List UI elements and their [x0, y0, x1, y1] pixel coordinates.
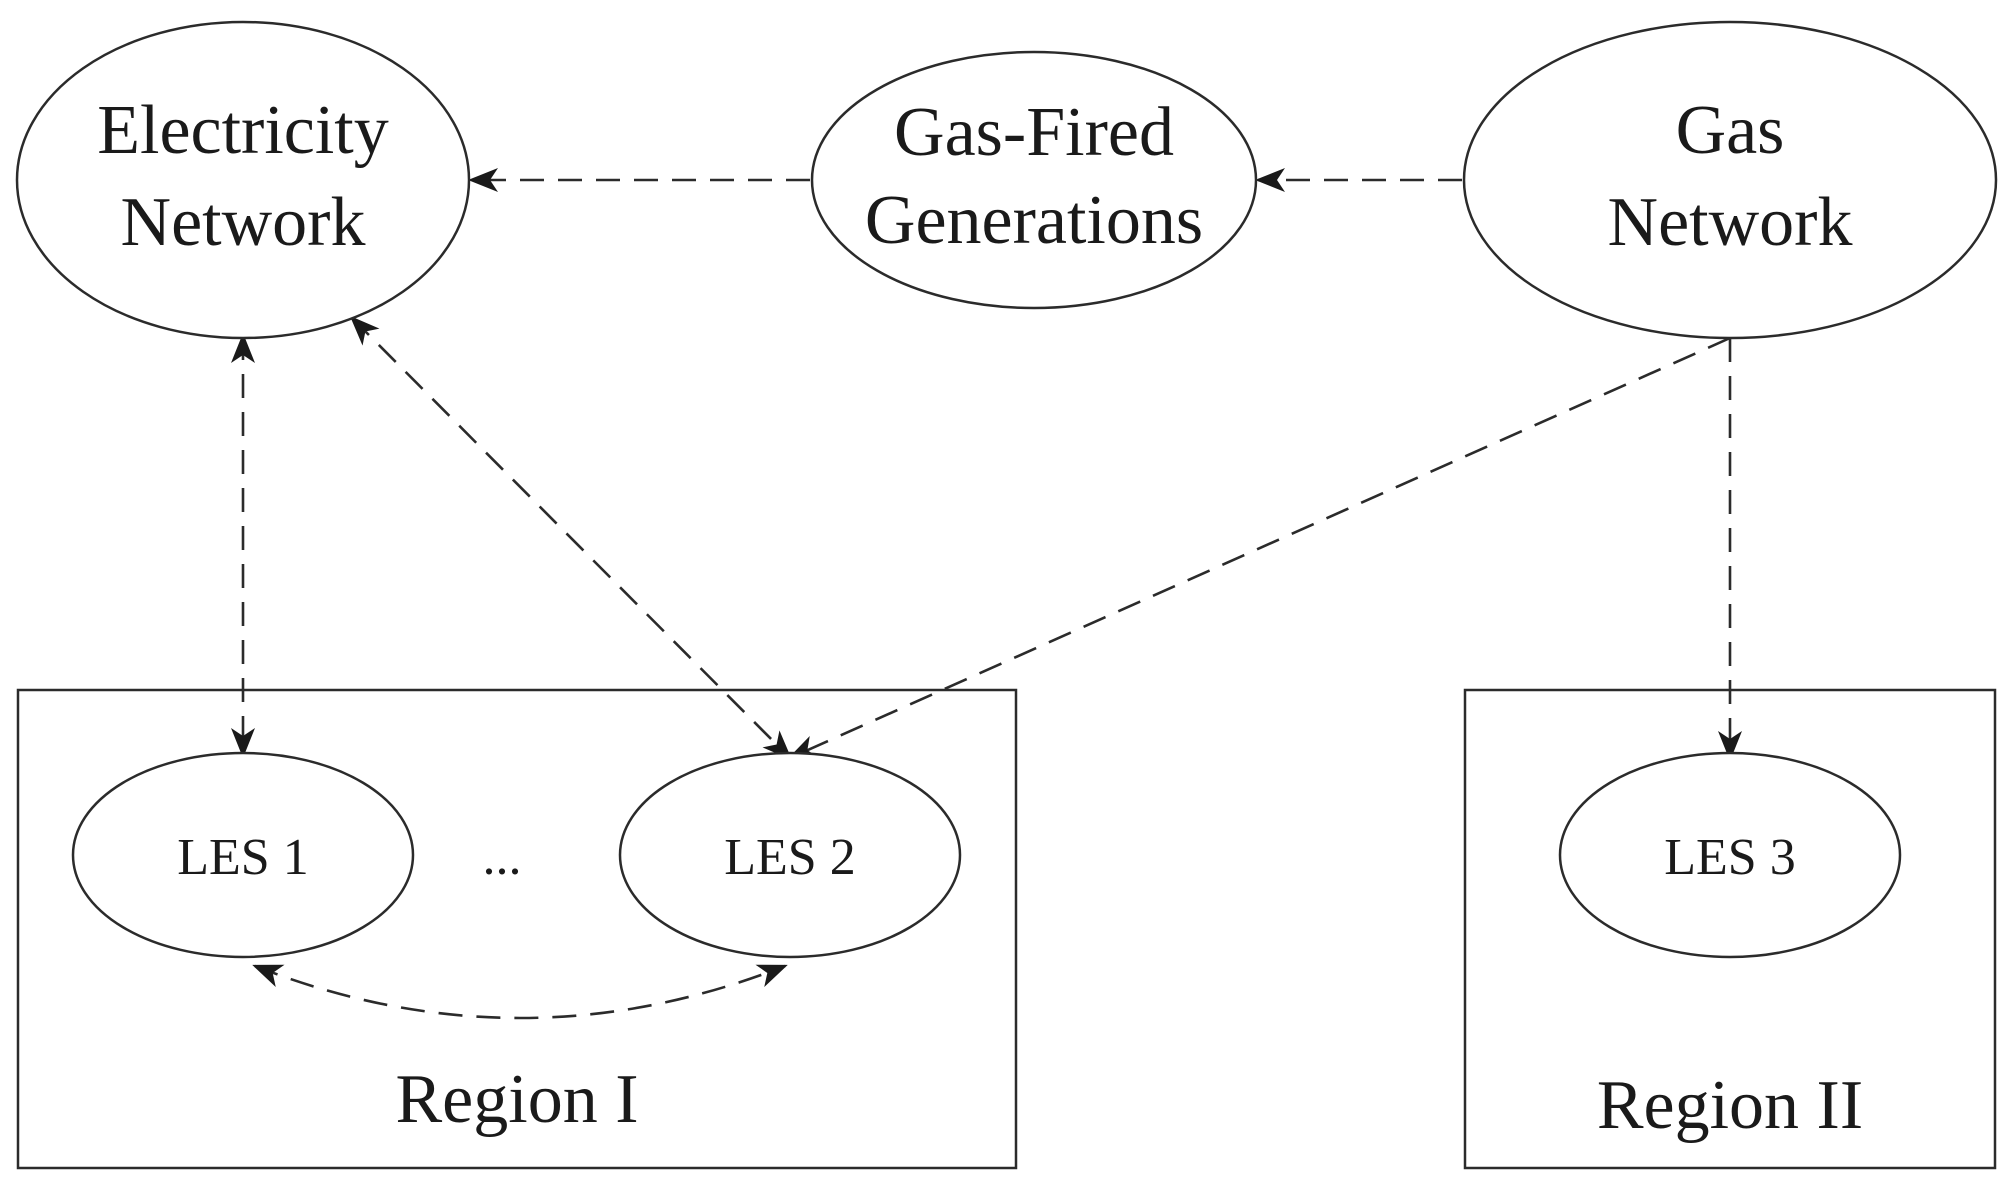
- edge-electricity-les2: [349, 315, 793, 761]
- electricity-network-label-line1: Electricity: [97, 92, 389, 169]
- electricity-network-node: Electricity Network: [15, 20, 471, 340]
- les-1-node: LES 1: [71, 751, 415, 959]
- les-1-label: LES 1: [177, 829, 308, 886]
- les-2-node: LES 2: [618, 751, 962, 959]
- edge-gas-to-les2: [787, 336, 1731, 760]
- les-3-node: LES 3: [1558, 751, 1902, 959]
- gas-network-node: Gas Network: [1462, 20, 1998, 340]
- les-ellipsis: ...: [483, 829, 522, 886]
- electricity-network-label-line2: Network: [121, 184, 366, 261]
- les-1-ellipse: [71, 751, 415, 959]
- les-2-ellipse: [618, 751, 962, 959]
- gas-fired-generations-ellipse: [810, 50, 1258, 310]
- region-1-label: Region I: [395, 1061, 638, 1138]
- region-2-label: Region II: [1597, 1067, 1863, 1144]
- gas-network-label-line2: Network: [1608, 184, 1853, 261]
- gas-network-ellipse: [1462, 20, 1998, 340]
- electricity-network-ellipse: [15, 20, 471, 340]
- les-3-label: LES 3: [1664, 829, 1795, 886]
- gas-fired-generations-label-line2: Generations: [865, 182, 1203, 259]
- gas-network-label-line1: Gas: [1676, 92, 1785, 169]
- les-2-label: LES 2: [724, 829, 855, 886]
- gas-fired-generations-node: Gas-Fired Generations: [810, 50, 1258, 310]
- edge-les1-les2: [252, 964, 788, 1020]
- les-3-ellipse: [1558, 751, 1902, 959]
- gas-fired-generations-label-line1: Gas-Fired: [894, 94, 1174, 171]
